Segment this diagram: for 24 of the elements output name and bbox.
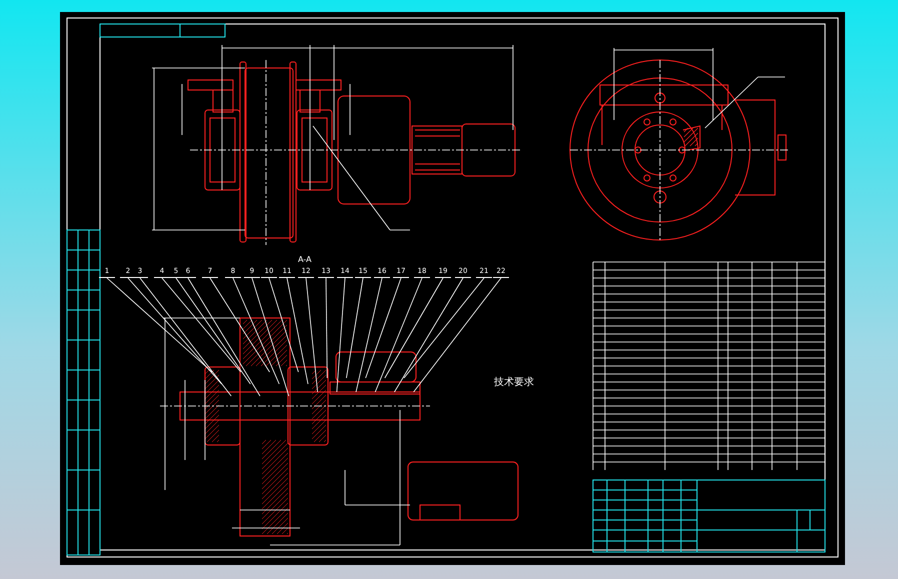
leader-line xyxy=(140,278,232,396)
leader-line xyxy=(384,278,444,378)
leader-line xyxy=(394,278,464,392)
leader-line xyxy=(232,278,280,384)
leader-line xyxy=(286,278,308,384)
leader-line xyxy=(176,278,251,384)
leader-line xyxy=(404,278,484,378)
leader-line xyxy=(128,278,222,384)
leader-line xyxy=(106,278,212,372)
leader-line xyxy=(413,278,502,392)
leader-line xyxy=(356,278,382,392)
section-label: A-A xyxy=(298,256,312,264)
leader-line xyxy=(365,278,402,378)
leader-line xyxy=(188,278,260,396)
leader-line xyxy=(306,278,318,392)
leader-line xyxy=(346,278,364,378)
leader-line xyxy=(326,278,328,378)
notes-heading: 技术要求 xyxy=(494,378,534,388)
leader-line xyxy=(374,278,422,392)
leader-line xyxy=(162,278,242,372)
leader-line xyxy=(268,278,299,372)
leader-line xyxy=(210,278,270,372)
leader-line xyxy=(336,278,346,392)
leader-line xyxy=(252,278,290,396)
